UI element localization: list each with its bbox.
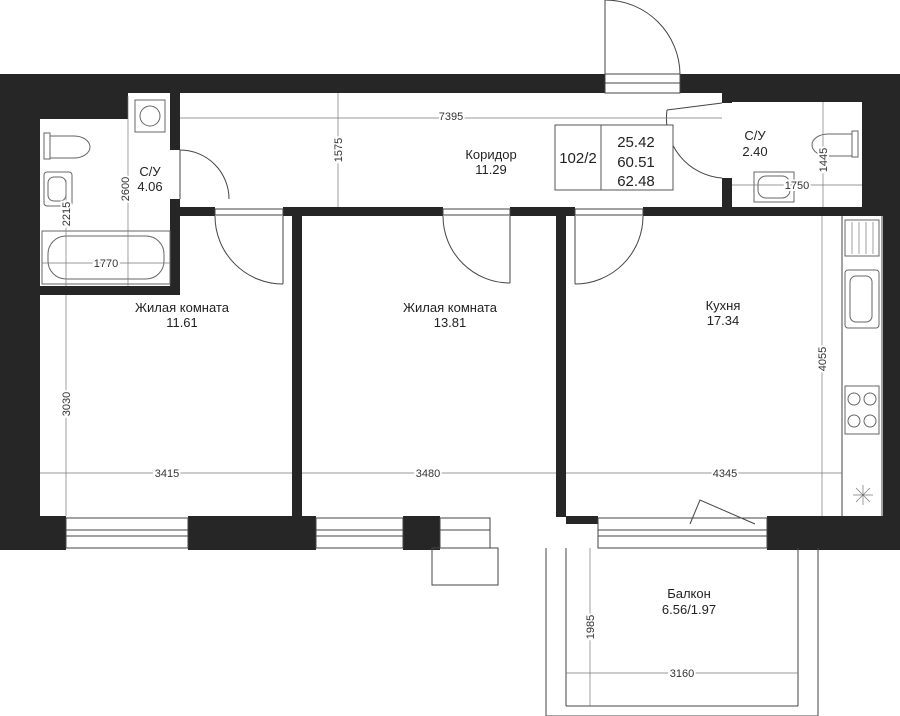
living2-name: Жилая комната	[403, 300, 498, 315]
dim-corridor-width: 1575	[333, 138, 345, 162]
dim-bath1-width: 1770	[94, 258, 118, 270]
apartment-area-2: 60.51	[617, 154, 655, 171]
balcony-name: Балкон	[667, 586, 711, 601]
room-labels: С/У 4.06 Коридор 11.29 С/У 2.40 Жилая ко…	[135, 128, 768, 617]
apartment-area-1: 25.42	[617, 134, 655, 151]
dim-living1-width: 3415	[155, 468, 179, 480]
living2-area: 13.81	[434, 315, 467, 330]
corridor-name: Коридор	[465, 147, 516, 162]
apartment-number: 102/2	[559, 150, 597, 167]
doors	[179, 0, 756, 525]
dim-balcony-depth: 1985	[585, 615, 597, 639]
dim-bath1-height: 2600	[120, 177, 132, 201]
dim-balcony-width: 3160	[670, 668, 694, 680]
walls	[0, 74, 900, 550]
apartment-area-3: 62.48	[617, 173, 655, 190]
bath2-name: С/У	[744, 128, 766, 143]
dim-bath1-small: 2215	[61, 202, 73, 226]
living1-area: 11.61	[166, 315, 198, 330]
dim-living1-height: 3030	[61, 392, 73, 416]
living1-name: Жилая комната	[135, 300, 230, 315]
dimension-labels: 7395 1575 2600 2215 1770 1750 1445 3030 …	[59, 109, 832, 682]
bath2-area: 2.40	[742, 144, 767, 159]
bath1-name: С/У	[139, 164, 161, 179]
apartment-info-box: 102/2 25.42 60.51 62.48	[554, 124, 674, 191]
dimension-lines	[40, 93, 862, 706]
windows	[65, 73, 768, 586]
kitchen-area: 17.34	[707, 313, 740, 328]
bath1-area: 4.06	[137, 179, 162, 194]
balcony-area: 6.56/1.97	[662, 602, 716, 617]
balcony	[545, 548, 819, 716]
dim-bath2-height: 1445	[818, 148, 830, 172]
kitchen-name: Кухня	[706, 298, 741, 313]
dim-kitchen-height: 4055	[817, 347, 829, 371]
fixtures	[41, 99, 883, 516]
dim-living2-width: 3480	[416, 468, 440, 480]
dim-bath2-width: 1750	[785, 180, 809, 192]
corridor-area: 11.29	[475, 162, 507, 177]
dim-kitchen-width: 4345	[713, 468, 737, 480]
dim-corridor-length: 7395	[439, 111, 463, 123]
